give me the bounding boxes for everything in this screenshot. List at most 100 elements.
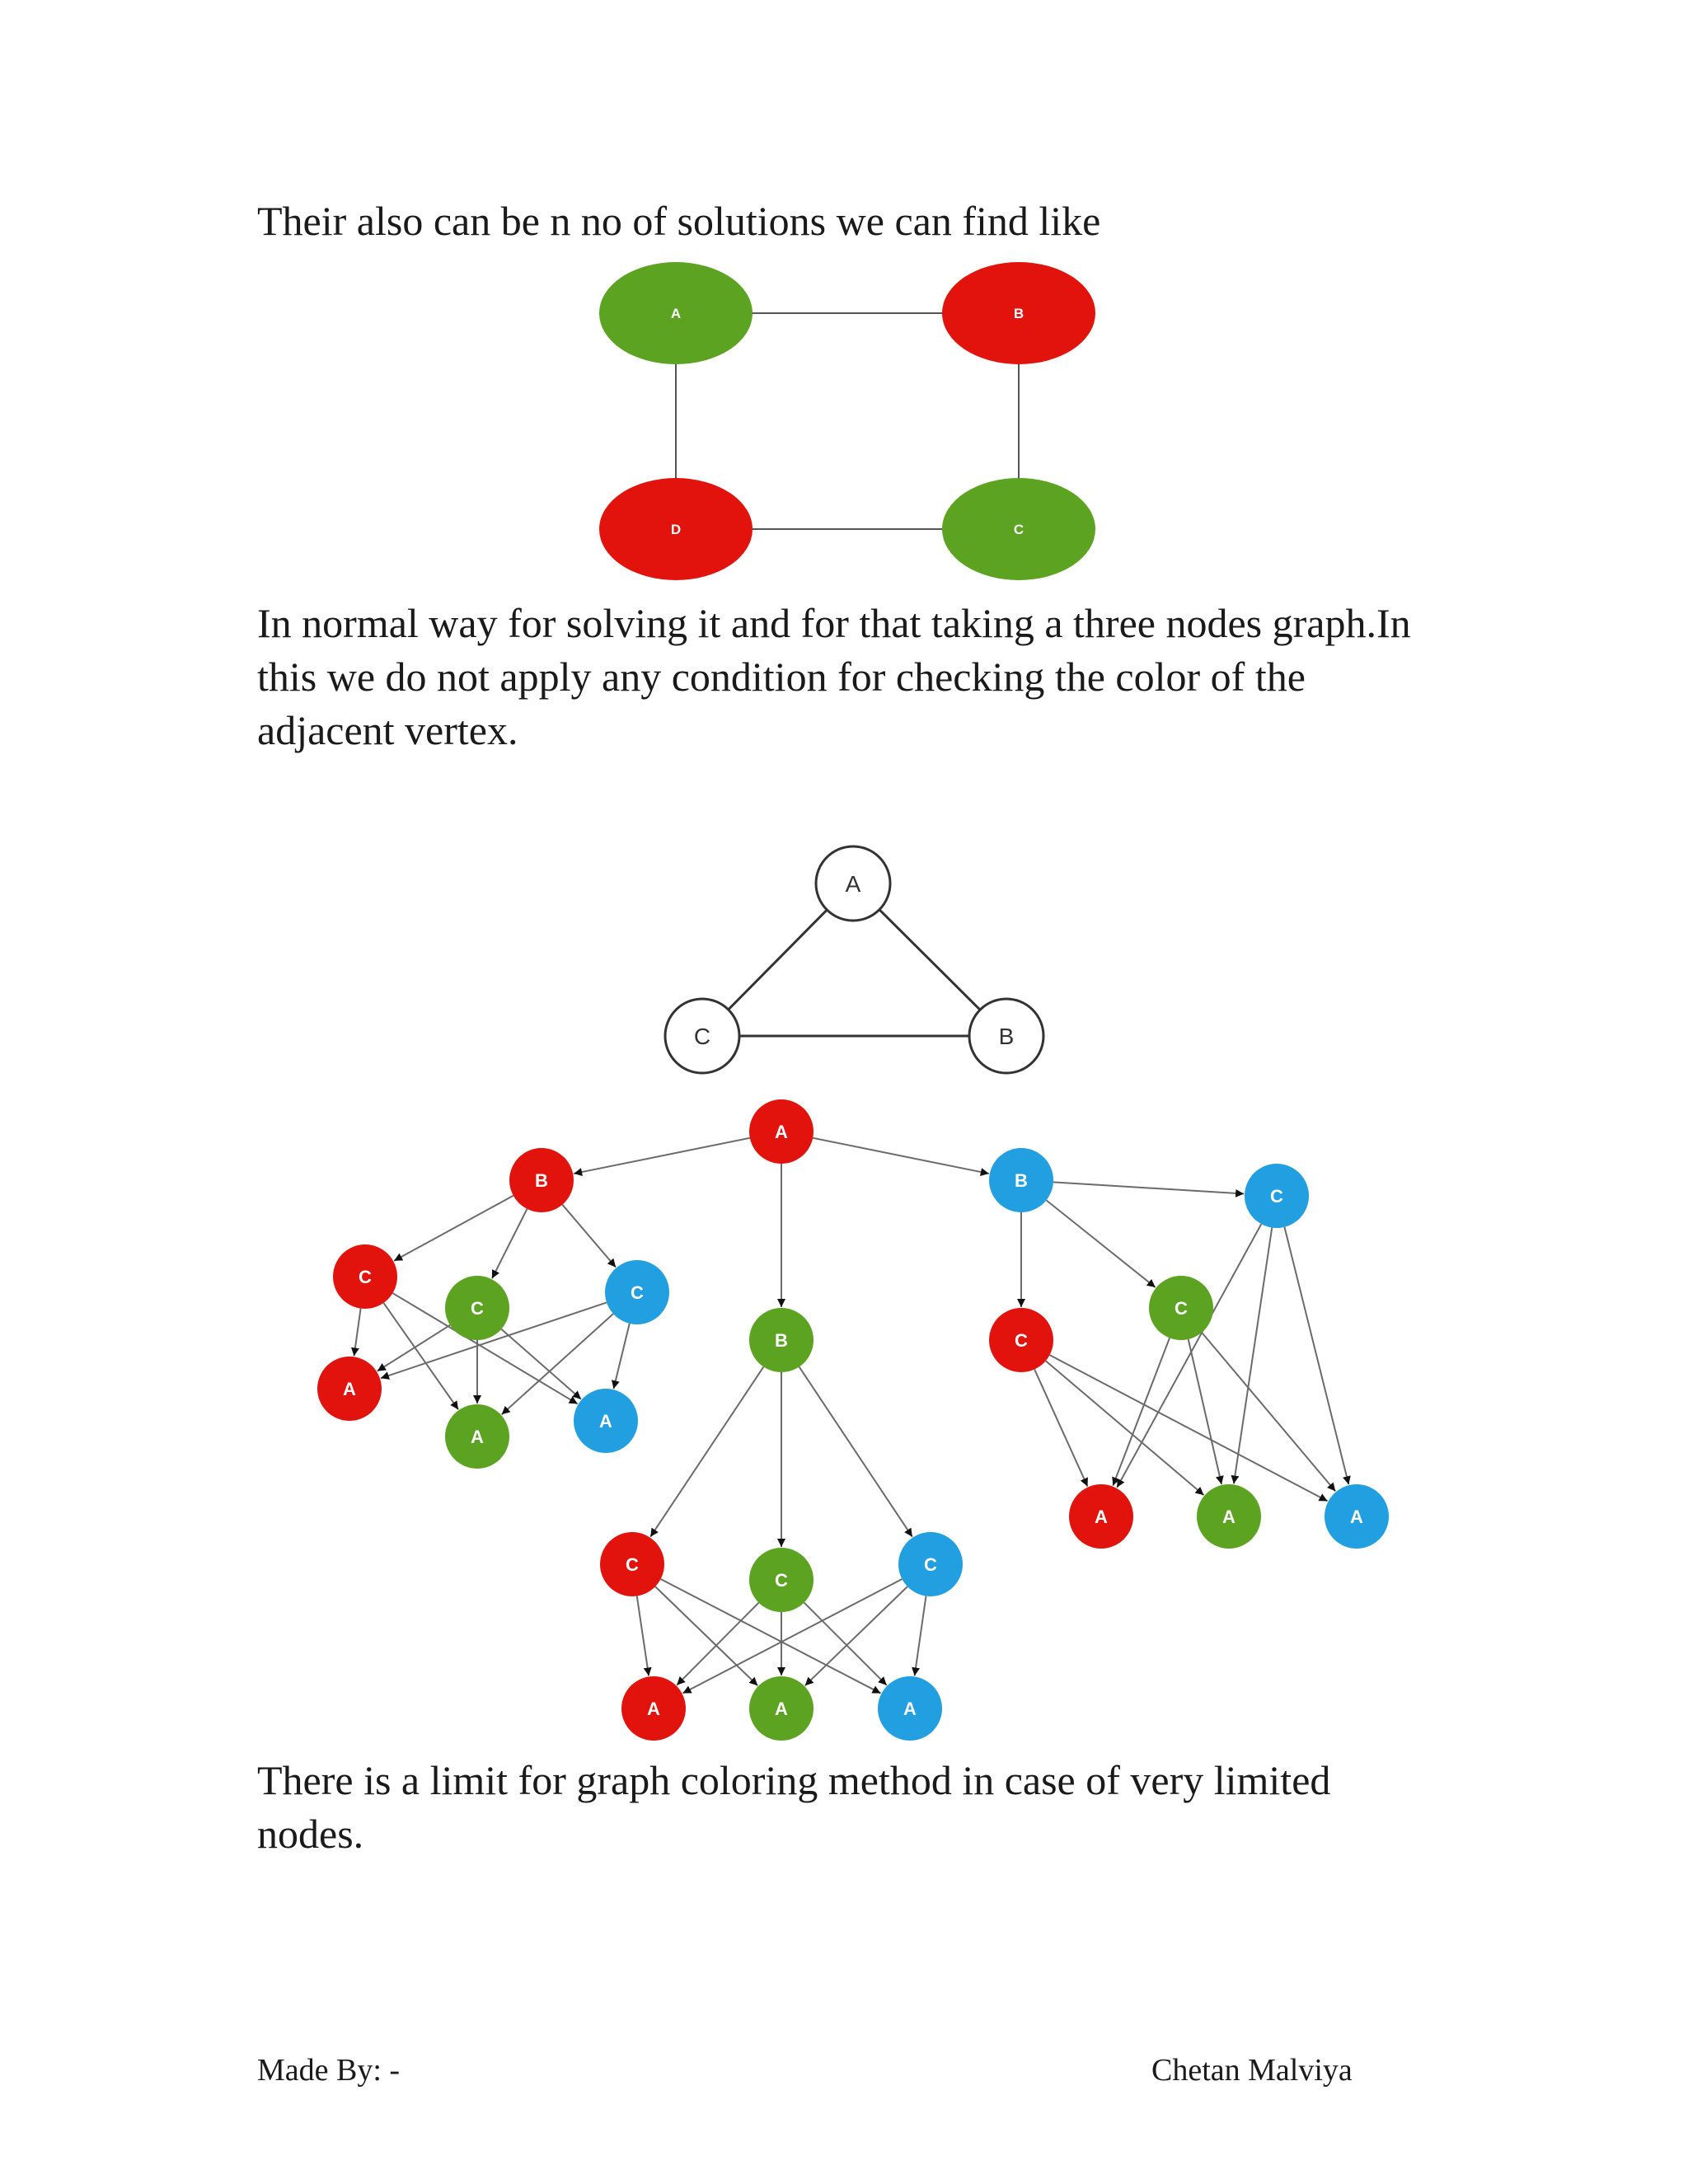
square-node-D: D [599,478,753,580]
footer-made-by: Made By: - [257,2053,401,2088]
tree-edge-R_C_g-R_A_g [1187,1338,1224,1485]
tree-node-label: A [775,1699,788,1719]
triangle-node-B: B [968,997,1045,1075]
tree-node-root: A [749,1099,814,1164]
tree-edge-M_C_r-M_A_g [654,1586,758,1686]
tree-edge-L_B-L_C_b [561,1204,617,1268]
tree-edge-L_C_b-L_A_g [501,1313,614,1415]
normal-way-paragraph: In normal way for solving it and for tha… [257,597,1411,757]
tree-edge-M_C_g-M_A_r [676,1601,760,1686]
limit-line-2: nodes. [257,1811,364,1857]
tree-node-M_A_r: A [621,1676,686,1741]
square-node-label: D [671,522,681,537]
tree-edge-R_C_b-R_A_r [1116,1223,1263,1488]
tree-node-label: A [647,1699,660,1719]
tree-edge-R_C_r-R_A_r [1034,1369,1089,1487]
limit-line-1: There is a limit for graph coloring meth… [257,1757,1331,1803]
tree-edge-L_C_r-L_A_g [382,1302,459,1410]
tree-node-M_B: B [749,1308,814,1372]
tree-edge-R_B-R_C_b [1053,1181,1245,1197]
tree-node-R_C_b: C [1245,1164,1309,1228]
tree-edge-M_C_b-M_A_r [682,1578,903,1694]
normal-way-line-3: adjacent vertex. [257,707,518,753]
tree-node-label: A [903,1699,917,1719]
triangle-node-label: C [694,1024,710,1049]
tree-node-label: C [359,1267,372,1287]
tree-node-R_C_g: C [1149,1276,1213,1340]
tree-node-label: A [471,1427,484,1447]
tree-edge-root-L_B [574,1137,750,1176]
tree-node-M_A_b: A [878,1676,942,1741]
tree-node-label: C [1175,1298,1188,1319]
tree-node-L_C_g: C [445,1276,509,1340]
tree-node-label: C [775,1570,788,1591]
tree-node-R_A_b: A [1325,1484,1389,1549]
tree-node-M_A_g: A [749,1676,814,1741]
square-node-label: B [1014,306,1024,321]
tree-node-label: B [1015,1170,1028,1191]
tree-edge-M_B-M_C_b [798,1366,913,1538]
tree-node-L_C_b: C [605,1260,669,1324]
tree-node-L_A_b: A [574,1389,638,1453]
triangle-node-label: A [846,871,861,897]
tree-edge-M_C_r-M_A_b [660,1578,881,1694]
tree-edge-L_B-L_C_r [393,1194,514,1262]
tree-edge-M_C_b-M_A_g [804,1586,908,1686]
square-node-label: A [671,306,681,321]
tree-edge-L_C_g-L_A_b [500,1328,582,1400]
normal-way-line-1: In normal way for solving it and for tha… [257,600,1411,646]
square-node-C: C [942,478,1095,580]
tree-node-label: A [599,1411,612,1432]
tree-edge-root-R_B [813,1137,989,1176]
triangle-node-label: B [999,1024,1015,1049]
tree-edge-R_C_r-R_A_b [1049,1354,1329,1502]
tree-node-label: C [626,1554,639,1575]
triangle-edge-A-C [727,908,828,1011]
tree-node-label: B [775,1330,788,1351]
tree-edge-M_B-M_C_r [649,1366,765,1538]
tree-edge-L_C_r-L_A_b [392,1292,579,1405]
tree-node-R_B: B [989,1148,1053,1212]
tree-edge-L_C_b-L_A_b [611,1323,631,1390]
tree-node-label: C [1270,1186,1283,1207]
footer-author: Chetan Malviya [1151,2053,1353,2088]
tree-node-label: A [343,1379,356,1399]
tree-edge-M_C_b-M_A_b [912,1596,927,1676]
tree-edge-L_B-L_C_g [491,1208,528,1279]
tree-node-L_B: B [509,1148,574,1212]
triangle-node-C: C [663,997,741,1075]
tree-edge-R_B-R_C_g [1045,1199,1156,1288]
tree-node-M_C_r: C [600,1532,664,1596]
triangle-node-A: A [814,845,892,922]
limit-paragraph: There is a limit for graph coloring meth… [257,1754,1330,1861]
square-node-A: A [599,262,753,364]
tree-node-label: A [1350,1507,1363,1527]
tree-edge-R_C_b-R_A_g [1231,1227,1273,1484]
tree-edge-R_C_g-R_A_b [1201,1332,1337,1493]
triangle-edge-A-B [878,908,982,1011]
tree-edge-R_C_b-R_A_b [1283,1226,1351,1485]
tree-node-R_C_r: C [989,1308,1053,1372]
tree-node-label: C [924,1554,937,1575]
tree-node-label: A [1095,1507,1108,1527]
tree-node-label: C [631,1282,644,1303]
tree-edge-R_C_g-R_A_r [1112,1338,1170,1487]
tree-node-M_C_g: C [749,1548,814,1612]
tree-node-M_C_b: C [898,1532,963,1596]
tree-node-L_C_r: C [333,1244,397,1309]
tree-edge-R_C_r-R_A_g [1045,1360,1205,1496]
tree-node-L_A_g: A [445,1404,509,1469]
tree-edge-M_C_r-M_A_r [635,1596,652,1676]
intro-paragraph: Their also can be n no of solutions we c… [257,198,1101,244]
tree-edge-M_C_g-M_A_b [803,1601,888,1686]
square-node-label: C [1014,522,1024,537]
tree-node-label: B [535,1170,548,1191]
tree-node-label: A [775,1122,788,1142]
tree-edge-L_C_r-L_A_r [350,1308,362,1357]
tree-node-R_A_r: A [1069,1484,1133,1549]
square-node-B: B [942,262,1095,364]
tree-node-label: C [1015,1330,1028,1351]
tree-edge-L_C_b-L_A_r [380,1301,607,1380]
